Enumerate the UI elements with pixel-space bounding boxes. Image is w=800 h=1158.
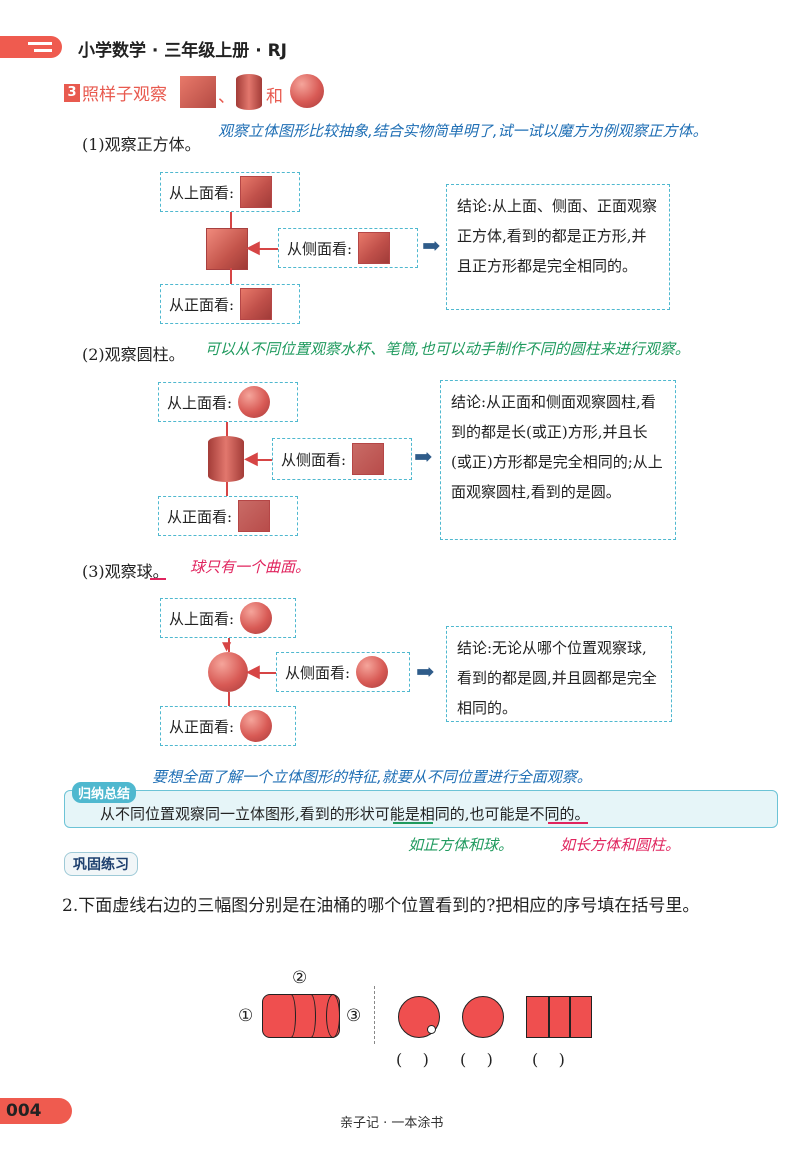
answer-blank-1[interactable]: ( ) [396,1050,429,1069]
cylinder-icon [236,74,262,110]
page-number: 004 [6,1101,42,1121]
cylinder-top-view-circle [238,386,271,418]
sphere-heading: (3)观察球。 [82,562,169,581]
cylinder-top-view-box: 从上面看: [158,382,298,422]
page-header-title: 小学数学 · 三年级上册 · RJ [78,41,288,61]
sphere-side-view-circle [356,656,389,688]
cube-connector-side [250,248,278,250]
answer-blank-2[interactable]: ( ) [460,1050,493,1069]
view-rectangle-line-2 [569,996,571,1038]
oil-drum-rim-1 [286,994,296,1038]
label-1: ① [238,1006,254,1026]
cylinder-front-view-label: 从正面看: [167,507,233,526]
cylinder-front-view-box: 从正面看: [158,496,298,536]
view-circle [462,996,504,1038]
sphere-connector-side [250,672,276,674]
cylinder-side-view-label: 从侧面看: [281,450,347,469]
cylinder-arrow-right: ➡ [414,445,433,470]
sphere-side-view-label: 从侧面看: [285,663,351,682]
cube-front-view-label: 从正面看: [169,295,235,314]
cube-conclusion: 结论:从上面、侧面、正面观察正方体,看到的都是正方形,并且正方形都是完全相同的。 [446,184,670,310]
cylinder-heading: (2)观察圆柱。 [82,345,185,364]
sphere-top-view-circle [240,602,273,634]
cube-connector-top [230,212,232,230]
cube-top-view-label: 从上面看: [169,183,235,202]
section-number: 3 [64,84,80,102]
answer-blank-3[interactable]: ( ) [532,1050,565,1069]
cube-shape [206,228,248,270]
practice-badge: 巩固练习 [64,852,138,876]
cylinder-shape [208,436,244,482]
cylinder-conclusion: 结论:从正面和侧面观察圆柱,看到的都是长(或正)方形,并且长(或正)方形都是完全… [440,380,676,540]
summary-badge: 归纳总结 [72,782,137,803]
summary-note-top: 要想全面了解一个立体图形的特征,就要从不同位置进行全面观察。 [152,768,592,786]
summary-box [64,790,778,828]
cylinder-connector-side [248,459,272,461]
cylinder-side-view-box: 从侧面看: [272,438,412,480]
sphere-connector-bottom [228,692,230,708]
sphere-arrow-down: ▼ [222,639,232,653]
cylinder-connector-top [226,422,228,438]
view-rectangle [526,996,592,1038]
cube-side-view-square [358,232,391,264]
oil-drum-rim-2 [306,994,316,1038]
view-circle-hole [427,1025,436,1034]
label-3: ③ [346,1006,362,1026]
cube-heading: (1)观察正方体。 [82,135,201,154]
view-rectangle-line-1 [548,996,550,1038]
cube-front-view-square [240,288,273,320]
sphere-note: 球只有一个曲面。 [190,558,311,576]
sphere-arrow-right: ➡ [416,660,435,685]
sphere-conclusion: 结论:无论从哪个位置观察球,看到的都是圆,并且圆都是完全相同的。 [446,626,672,722]
summary-underline-1 [393,822,433,824]
sphere-shape [208,652,248,692]
footer-brand: 亲子记 · 一本涂书 [340,1116,444,1131]
cylinder-side-view-square [352,443,385,475]
sphere-underline [150,578,166,580]
oil-drum-end [326,994,340,1038]
sphere-top-view-box: 从上面看: [160,598,296,638]
divider-dashed [374,986,375,1044]
cube-arrow-right: ➡ [422,234,441,259]
cylinder-arrow-left: ◀ [244,448,258,469]
footer-tab [0,1098,72,1124]
sphere-top-view-label: 从上面看: [169,609,235,628]
section-sep: 、 [218,87,235,107]
cube-icon [180,76,216,108]
sphere-front-view-label: 从正面看: [169,717,235,736]
cube-top-view-square [240,176,273,208]
cylinder-front-view-square [238,500,271,532]
cube-note: 观察立体图形比较抽象,结合实物简单明了,试一试以魔方为例观察正方体。 [218,122,708,140]
sphere-side-view-box: 从侧面看: [276,652,410,692]
section-title: 照样子观察 [82,85,167,105]
header-tab-stripe-2 [34,49,52,52]
sphere-connector-top [228,638,230,652]
summary-note-right: 如长方体和圆柱。 [560,836,681,854]
cylinder-note: 可以从不同位置观察水杯、笔筒,也可以动手制作不同的圆柱来进行观察。 [205,340,690,358]
practice-question: 2.下面虚线右边的三幅图分别是在油桶的哪个位置看到的?把相应的序号填在括号里。 [62,896,700,916]
cube-side-view-label: 从侧面看: [287,239,353,258]
cylinder-connector-bottom [226,482,228,496]
cylinder-top-view-label: 从上面看: [167,393,233,412]
label-2: ② [292,968,308,988]
sphere-front-view-box: 从正面看: [160,706,296,746]
cube-front-view-box: 从正面看: [160,284,300,324]
sphere-arrow-left: ◀ [246,661,260,682]
header-tab-stripe [28,42,52,45]
cube-arrow-left: ◀ [246,237,260,258]
summary-underline-2 [548,822,588,824]
sphere-front-view-circle [240,710,273,742]
cube-side-view-box: 从侧面看: [278,228,418,268]
cube-connector-bottom [230,268,232,284]
cube-top-view-box: 从上面看: [160,172,300,212]
header-tab [0,36,62,58]
summary-text: 从不同位置观察同一立体图形,看到的形状可能是相同的,也可能是不同的。 [100,805,590,823]
summary-note-left: 如正方体和球。 [408,836,514,854]
sphere-icon [290,74,324,108]
section-and: 和 [266,87,283,107]
